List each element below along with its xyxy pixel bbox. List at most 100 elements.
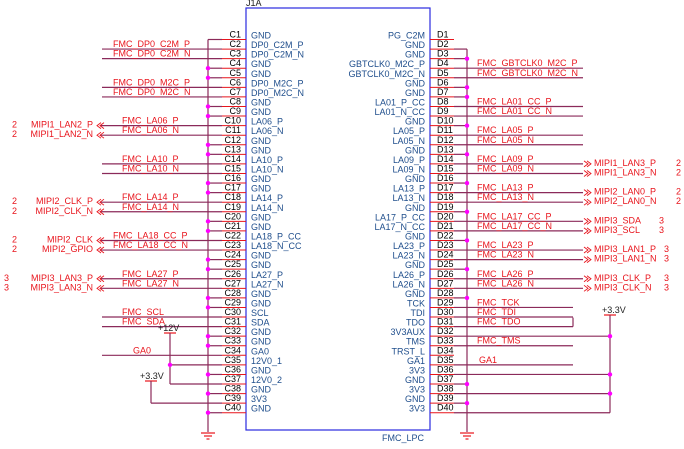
pin-number: C36 <box>224 364 241 374</box>
junction-dot <box>464 266 470 272</box>
pin-name: DP0_M2C_P <box>251 78 304 88</box>
offpage-connector-icon <box>583 227 592 235</box>
net-label: FMC_LA23_N <box>477 250 534 260</box>
net-label: FMC_LA17_CC_N <box>477 221 552 231</box>
pin-name: GND <box>405 375 426 385</box>
pin-name: GND <box>251 337 272 347</box>
pin-name: LA17_P_CC <box>375 212 426 222</box>
junction-dot <box>607 372 613 377</box>
junction-dot <box>205 75 211 80</box>
pin-name: LA06_P <box>251 117 283 127</box>
sheet-reference: 3 <box>659 225 664 235</box>
pin-number: D19 <box>437 202 454 212</box>
sheet-reference: 2 <box>676 187 681 197</box>
pin-number: C1 <box>229 30 241 40</box>
offpage-connector-icon <box>96 275 105 283</box>
pin-number: C15 <box>224 163 241 173</box>
pin-number: C8 <box>229 96 241 106</box>
pin-name: TCK <box>407 298 425 308</box>
pin-number: C37 <box>224 374 241 384</box>
pin-name: GND <box>251 184 272 194</box>
junction-dot <box>167 362 173 368</box>
pin-name: DP0_C2M_P <box>251 40 304 50</box>
offpage-port-label: MIPI1_LAN2_N <box>30 129 93 139</box>
pin-name: GND <box>405 145 426 155</box>
net-label: FMC_LA09_N <box>477 163 534 173</box>
junction-dot <box>205 180 211 186</box>
offpage-port-label: MIPI1_LAN2_P <box>31 120 93 130</box>
pin-name: GND <box>405 394 426 404</box>
net-label: FMC_SDA <box>122 317 165 327</box>
pin-name: GND <box>405 40 426 50</box>
junction-dot <box>607 391 613 396</box>
pin-number: D20 <box>437 211 454 221</box>
pin-number: C6 <box>229 77 241 87</box>
pin-name: LA27_P <box>251 270 283 280</box>
junction-dot <box>205 295 211 301</box>
junction-dot <box>205 152 211 157</box>
net-label: FMC_DP0_M2C_N <box>113 87 191 97</box>
pin-name: GND <box>251 145 272 155</box>
pin-number: D8 <box>437 96 449 106</box>
pin-number: D40 <box>437 403 454 413</box>
pin-name: GND <box>405 117 426 127</box>
pin-number: C28 <box>224 288 241 298</box>
junction-dot <box>205 219 211 224</box>
pin-name: SDA <box>251 318 270 328</box>
net-label: FMC_TCK <box>477 297 520 307</box>
pin-name: GND <box>251 59 272 69</box>
pin-name: LA27_N <box>251 279 284 289</box>
offpage-connector-icon <box>96 122 105 129</box>
pin-number: C21 <box>224 221 241 231</box>
pin-number: C18 <box>224 192 241 202</box>
pin-name: GND <box>405 174 426 184</box>
net-label: FMC_LA14_P <box>122 192 179 202</box>
junction-dot <box>464 400 470 406</box>
pin-number: D39 <box>437 393 454 403</box>
pin-name: GND <box>251 260 272 270</box>
pin-number: C33 <box>224 336 241 346</box>
net-label: GA1 <box>479 355 497 365</box>
pin-name: GND <box>251 404 272 414</box>
offpage-port-label: MIPI2_CLK_N <box>35 206 93 216</box>
offpage-connector-icon <box>583 189 592 196</box>
pin-number: D13 <box>437 144 454 154</box>
pin-number: D17 <box>437 183 454 193</box>
pin-name: DP0_M2C_N <box>251 88 304 98</box>
pin-name: LA14_P <box>251 193 283 203</box>
sheet-reference: 3 <box>4 273 9 283</box>
pin-number: C16 <box>224 173 241 183</box>
pin-name: 3V3AUX <box>390 327 425 337</box>
junction-dot <box>464 180 470 186</box>
pin-number: C2 <box>229 39 241 49</box>
net-label: GA0 <box>133 345 151 355</box>
net-label: FMC_LA14_N <box>122 202 179 212</box>
pin-name: LA18_N_CC <box>251 241 302 251</box>
pin-number: D38 <box>437 384 454 394</box>
pin-name: SCL <box>251 308 269 318</box>
pin-name: GND <box>251 289 272 299</box>
net-label: FMC_GBTCLK0_M2C_P <box>477 58 578 68</box>
net-label: FMC_SCL <box>122 307 164 317</box>
pin-name: GND <box>251 222 272 232</box>
pin-name: 3V3 <box>409 404 425 414</box>
junction-dot <box>464 56 470 61</box>
pin-name: GND <box>251 97 272 107</box>
pin-number: C32 <box>224 326 241 336</box>
pin-number: C30 <box>224 307 241 317</box>
offpage-port-label: MIPI1_LAN3_N <box>594 167 657 177</box>
pin-number: C39 <box>224 393 241 403</box>
offpage-port-label: MIPI3_SCL <box>594 225 640 235</box>
net-label: FMC_GBTCLK0_M2C_N <box>477 68 578 78</box>
refdes-label: J1A <box>246 0 262 8</box>
pin-name: TDI <box>411 308 426 318</box>
sheet-reference: 2 <box>12 206 17 216</box>
pin-number: C13 <box>224 144 241 154</box>
offpage-port-label: MIPI3_SDA <box>594 215 641 225</box>
pin-number: C24 <box>224 250 241 260</box>
junction-dot <box>607 333 613 339</box>
connector-body <box>245 7 431 431</box>
pin-name: GND <box>251 385 272 395</box>
pin-name: GND <box>405 231 426 241</box>
net-label: FMC_LA09_P <box>477 154 534 164</box>
